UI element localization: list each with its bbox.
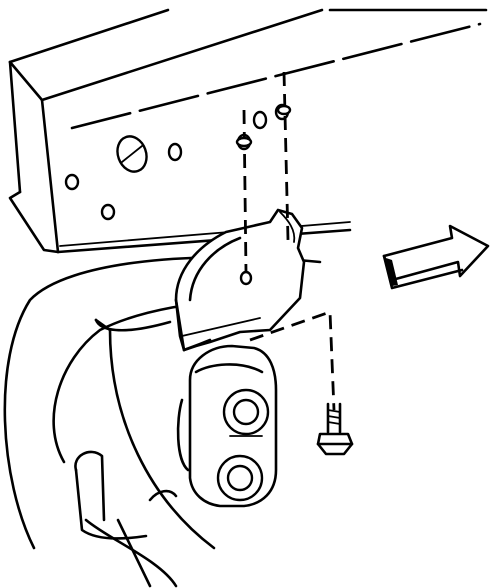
mounting-bracket	[174, 208, 306, 352]
connector-block	[176, 344, 278, 508]
frame-holes	[64, 103, 290, 221]
bolt	[316, 402, 354, 456]
direction-arrow-icon	[382, 224, 490, 290]
alignment-hole-markers	[235, 104, 292, 148]
frame-rail	[8, 8, 488, 254]
pipe-end	[74, 450, 178, 588]
